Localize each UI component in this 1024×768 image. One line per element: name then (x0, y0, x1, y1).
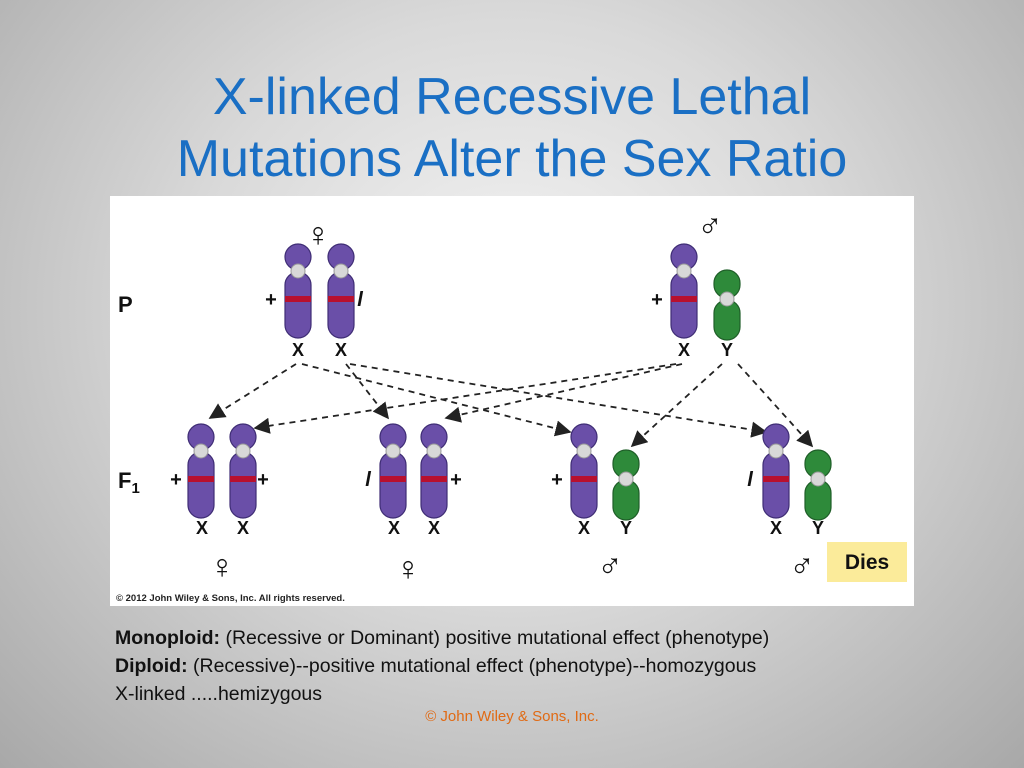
inheritance-arrows (208, 363, 814, 448)
offspring-2-sex-symbol: ♀ (395, 550, 421, 588)
parent-female-chrom-left: X (292, 340, 304, 360)
offspring-1-sex-symbol: ♀ (209, 548, 235, 586)
parent-male-y (713, 269, 741, 341)
inheritance-arrow-2 (301, 363, 572, 437)
offspring-1-x-left (187, 423, 215, 519)
cross-diagram: P F1 ♀ ♂ + l X X + X Y + + X X ♀ l + X X… (110, 196, 914, 606)
parent-female-chrom-right: X (335, 340, 347, 360)
inheritance-arrow-1 (208, 363, 297, 419)
parent-male-x (670, 243, 698, 339)
offspring-1-allele-right: + (257, 469, 269, 491)
offspring-4-sex-symbol: ♂ (789, 546, 815, 584)
offspring-2-x-right (420, 423, 448, 519)
parent-female-allele-right: l (357, 289, 363, 311)
parent-female-x-left (284, 243, 312, 339)
offspring-3-chrom-left: X (578, 518, 590, 538)
figure-copyright: © 2012 John Wiley & Sons, Inc. All right… (116, 593, 345, 604)
dies-label: Dies (845, 551, 889, 574)
offspring-2-allele-right: + (450, 469, 462, 491)
note-monoploid: Monoploid: (Recessive or Dominant) posit… (115, 624, 1015, 652)
offspring-4-allele-left: l (747, 469, 753, 491)
inheritance-arrow-5 (253, 363, 677, 434)
generation-p-label: P (118, 292, 133, 317)
inheritance-arrow-7 (630, 363, 723, 448)
dies-badge-box (827, 542, 907, 582)
parent-female-allele-left: + (265, 289, 277, 311)
inheritance-arrow-8 (737, 363, 814, 448)
parent-female-symbol: ♀ (305, 216, 331, 254)
notes-block: Monoploid: (Recessive or Dominant) posit… (115, 624, 1015, 708)
cross-diagram-svg: P F1 ♀ ♂ + l X X + X Y + + X X ♀ l + X X… (116, 206, 907, 604)
offspring-1-chrom-left: X (196, 518, 208, 538)
offspring-4-x (762, 423, 790, 519)
offspring-1-allele-left: + (170, 469, 182, 491)
note-diploid: Diploid: (Recessive)--positive mutationa… (115, 652, 1015, 680)
offspring-2-x-left (379, 423, 407, 519)
note-diploid-term: Diploid: (115, 655, 188, 677)
offspring-3-y (612, 449, 640, 521)
offspring-2-allele-left: l (365, 469, 371, 491)
title-line-1: X-linked Recessive Lethal (212, 68, 812, 126)
offspring-3-x (570, 423, 598, 519)
note-diploid-text: (Recessive)--positive mutational effect … (187, 655, 757, 677)
offspring-1-x-right (229, 423, 257, 519)
inheritance-arrow-3 (345, 363, 389, 420)
offspring-3-chrom-right: Y (620, 518, 632, 538)
offspring-4-y (804, 449, 832, 521)
parent-male-allele-left: + (651, 289, 663, 311)
note-xlinked: X-linked .....hemizygous (115, 683, 323, 705)
offspring-2-chrom-right: X (428, 518, 440, 538)
slide-title: X-linked Recessive Lethal Mutations Alte… (0, 66, 1024, 190)
note-monoploid-term: Monoploid: (115, 627, 221, 649)
parent-male-chrom-left: X (678, 340, 690, 360)
parent-female-x-right (327, 243, 355, 339)
note-monoploid-text: (Recessive or Dominant) positive mutatio… (220, 627, 770, 649)
inheritance-arrow-6 (444, 363, 683, 423)
slide-footer: © John Wiley & Sons, Inc. (425, 708, 599, 725)
offspring-4-chrom-left: X (770, 518, 782, 538)
parent-male-chrom-right: Y (721, 340, 733, 360)
chromosomes (187, 243, 832, 521)
offspring-3-allele-left: + (551, 469, 563, 491)
offspring-2-chrom-left: X (388, 518, 400, 538)
offspring-3-sex-symbol: ♂ (597, 546, 623, 584)
offspring-1-chrom-right: X (237, 518, 249, 538)
inheritance-arrow-4 (349, 363, 768, 438)
parent-male-symbol: ♂ (697, 206, 723, 244)
offspring-4-chrom-right: Y (812, 518, 824, 538)
generation-f1-label: F1 (118, 468, 140, 497)
title-line-2: Mutations Alter the Sex Ratio (176, 130, 848, 188)
